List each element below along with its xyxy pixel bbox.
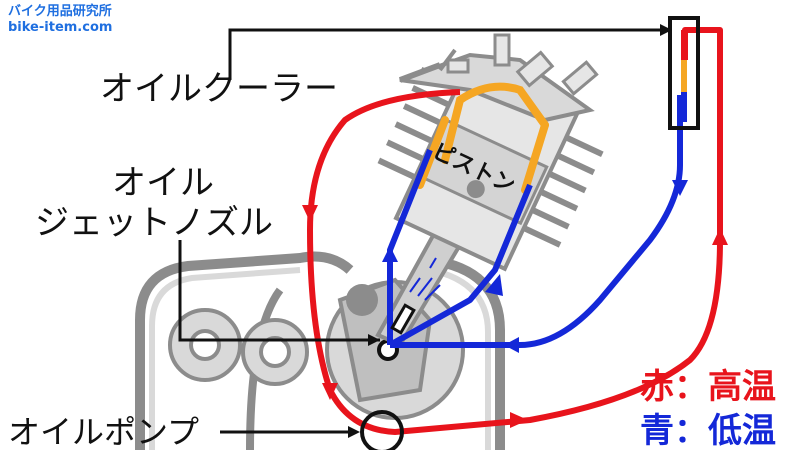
warm-oil-paths: [416, 82, 549, 194]
cold-arrowheads: [382, 180, 688, 353]
leader-arrowheads: [348, 24, 672, 438]
valve-spring-2: [561, 60, 599, 96]
gears: [168, 308, 309, 386]
brand-url: bike-item.com: [8, 20, 113, 35]
oil-jet-nozzle-label-line1: オイル: [112, 163, 214, 203]
brand-logo: バイク用品研究所 bike-item.com: [8, 4, 112, 36]
hot-circuit-line: [307, 27, 723, 435]
leader-lines: [178, 28, 660, 434]
oil-jet-nozzle: [390, 257, 441, 335]
hot-oil-paths: [307, 27, 723, 435]
oil-pump-label: オイルポンプ: [8, 413, 199, 450]
right-rise-line: [388, 183, 533, 348]
legend-hot: 赤：高温: [640, 367, 776, 407]
oil-cooler: [668, 16, 700, 130]
oil-jet-nozzle-label-line2: ジェットノズル: [35, 203, 273, 243]
spark-plug: [493, 33, 511, 67]
brand-name: バイク用品研究所: [8, 4, 112, 19]
legend-cold: 青：低温: [640, 411, 776, 450]
hot-arrowheads: [302, 205, 728, 428]
piston-pin: [466, 180, 485, 199]
oil-pump-symbol: [360, 410, 404, 450]
oil-cooler-label: オイルクーラー: [100, 69, 338, 109]
valve-spring: [515, 50, 555, 88]
